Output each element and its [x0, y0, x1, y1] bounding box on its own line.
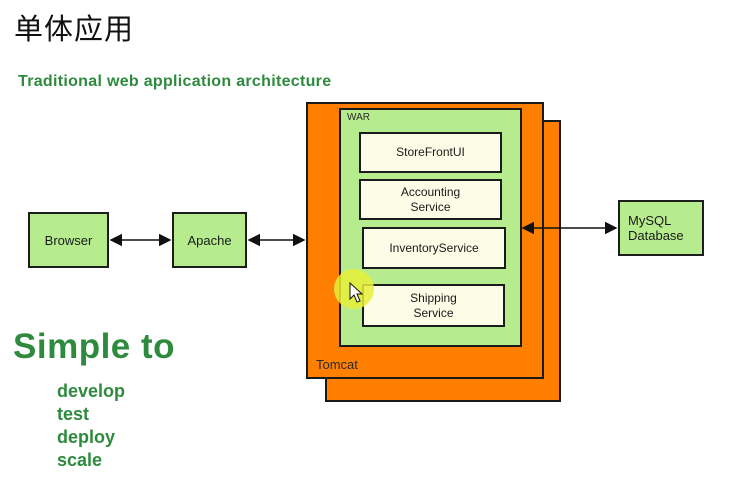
database-label-line1: MySQL	[628, 213, 672, 228]
simple-to-heading: Simple to	[13, 327, 176, 366]
accounting-label-line1: Accounting	[400, 184, 461, 199]
shipping-service-box: Shipping Service	[362, 284, 505, 327]
page-title: 单体应用	[14, 12, 135, 46]
benefit-deploy: deploy	[57, 427, 116, 447]
browser-box: Browser	[28, 212, 109, 268]
apache-label: Apache	[187, 232, 232, 248]
shipping-label-line1: Shipping	[410, 290, 457, 305]
benefit-develop: develop	[57, 381, 126, 401]
database-label-line2: Database	[628, 228, 684, 243]
accounting-service-box: Accounting Service	[359, 179, 502, 220]
benefit-test: test	[57, 404, 90, 424]
diagram-subtitle: Traditional web application architecture	[18, 73, 332, 90]
browser-label: Browser	[44, 232, 93, 248]
storefront-service-box: StoreFrontUI	[359, 132, 502, 173]
storefront-label: StoreFrontUI	[396, 145, 465, 159]
mysql-database-box: MySQL Database	[618, 200, 704, 256]
accounting-label-line2: Service	[410, 199, 451, 214]
inventory-service-box: InventoryService	[362, 227, 506, 269]
war-label: WAR	[347, 112, 370, 123]
benefit-scale: scale	[57, 450, 103, 470]
apache-box: Apache	[172, 212, 247, 268]
inventory-label: InventoryService	[389, 240, 479, 255]
shipping-label-line2: Service	[413, 305, 454, 320]
tomcat-label: Tomcat	[316, 357, 358, 372]
